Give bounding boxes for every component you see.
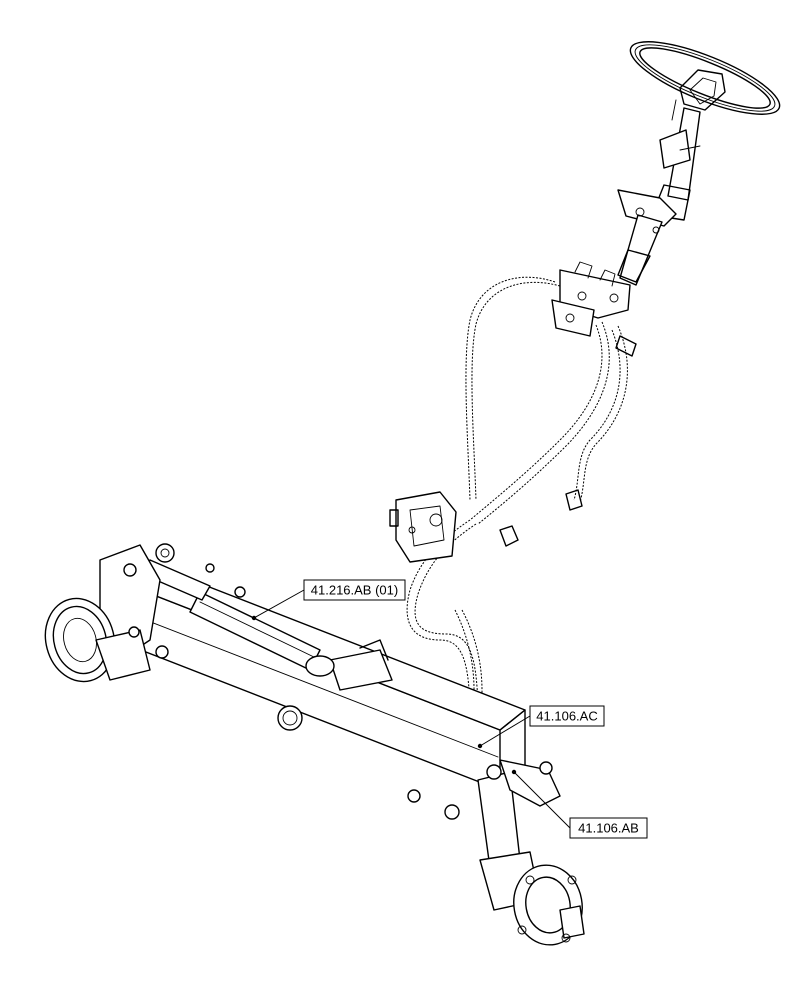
right-wheel-hub <box>477 759 585 946</box>
callout-steering-cylinder[interactable]: 41.216.AB (01) <box>251 579 406 621</box>
callout-axle-beam[interactable]: 41.106.AC <box>477 705 605 749</box>
callout-label-steering-knuckle: 41.106.AB <box>578 821 639 836</box>
steering-wheel <box>629 41 781 115</box>
valve-block <box>389 489 583 563</box>
callout-label-axle-beam: 41.106.AC <box>536 709 597 724</box>
callout-label-steering-cylinder: 41.216.AB (01) <box>311 583 398 598</box>
steering-cylinder <box>141 543 335 677</box>
steering-valve <box>551 261 637 357</box>
callout-steering-knuckle[interactable]: 41.106.AB <box>511 769 648 839</box>
steering-column <box>617 99 701 286</box>
left-wheel-hub <box>44 544 161 683</box>
